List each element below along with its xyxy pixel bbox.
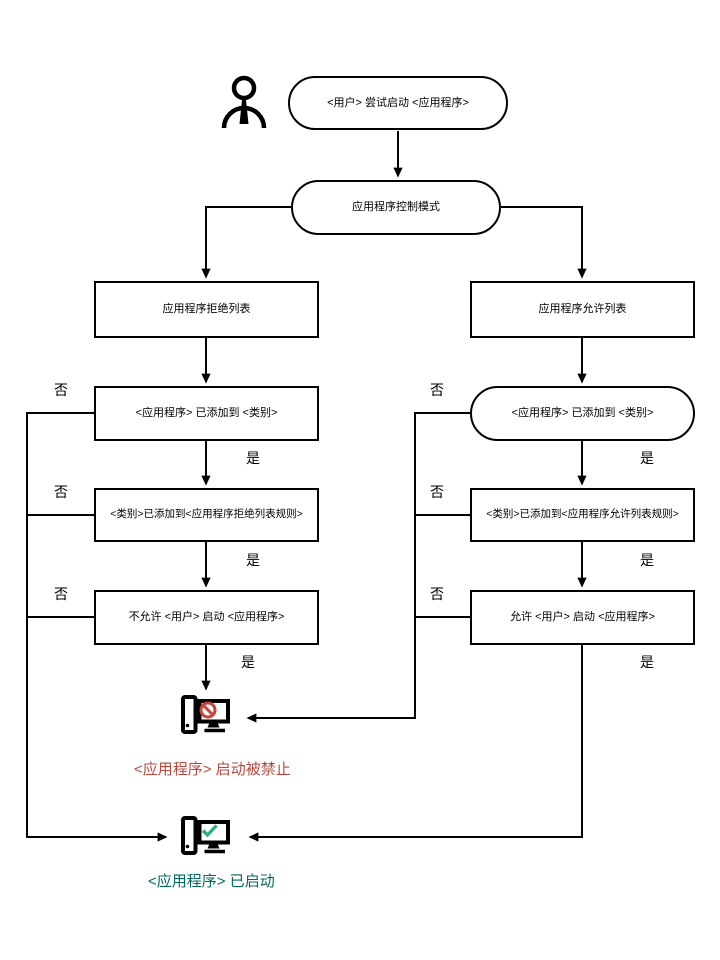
node-label: <应用程序> 已添加到 <类别> [511, 407, 654, 420]
node-label: <类别>已添加到<应用程序拒绝列表规则> [110, 508, 303, 521]
edge-label-no: 否 [430, 382, 444, 398]
edge-label-yes: 是 [640, 552, 654, 568]
node-user-attempts-launch: <用户> 尝试启动 <应用程序> [288, 76, 508, 130]
node-label: 不允许 <用户> 启动 <应用程序> [128, 611, 285, 624]
node-label: <应用程序> 已添加到 <类别> [135, 407, 278, 420]
edge-label-no: 否 [430, 586, 444, 602]
edge-label-no: 否 [54, 484, 68, 500]
node-label: <类别>已添加到<应用程序允许列表规则> [486, 508, 679, 521]
edge-label-no: 否 [430, 484, 444, 500]
node-category-added-to-allowlist-rule: <类别>已添加到<应用程序允许列表规则> [470, 488, 695, 542]
node-label: 允许 <用户> 启动 <应用程序> [510, 611, 655, 624]
edge-label-yes: 是 [241, 654, 255, 670]
edge-label-yes: 是 [640, 450, 654, 466]
app-started-label: <应用程序> 已启动 [148, 873, 275, 890]
computer-with-prohibition-icon [180, 694, 230, 738]
launch-blocked-label: <应用程序> 启动被禁止 [134, 761, 291, 778]
node-label: <用户> 尝试启动 <应用程序> [327, 96, 469, 109]
node-application-denylist: 应用程序拒绝列表 [94, 281, 319, 338]
node-label: 应用程序拒绝列表 [162, 303, 251, 316]
node-label: 应用程序允许列表 [538, 303, 627, 316]
edge-label-no: 否 [54, 382, 68, 398]
node-allow-user-launch: 允许 <用户> 启动 <应用程序> [470, 590, 695, 645]
edge-label-no: 否 [54, 586, 68, 602]
edge-label-yes: 是 [246, 552, 260, 568]
node-category-added-to-denylist-rule: <类别>已添加到<应用程序拒绝列表规则> [94, 488, 319, 542]
node-application-control-mode: 应用程序控制模式 [291, 180, 501, 235]
node-application-allowlist: 应用程序允许列表 [470, 281, 695, 338]
node-app-added-to-category-allow: <应用程序> 已添加到 <类别> [470, 386, 695, 441]
edge-label-yes: 是 [640, 654, 654, 670]
node-app-added-to-category-deny: <应用程序> 已添加到 <类别> [94, 386, 319, 441]
person-icon [221, 75, 267, 133]
edge-label-yes: 是 [246, 450, 260, 466]
computer-with-checkmark-icon [180, 815, 230, 859]
node-deny-user-launch: 不允许 <用户> 启动 <应用程序> [94, 590, 319, 645]
node-label: 应用程序控制模式 [352, 201, 440, 214]
